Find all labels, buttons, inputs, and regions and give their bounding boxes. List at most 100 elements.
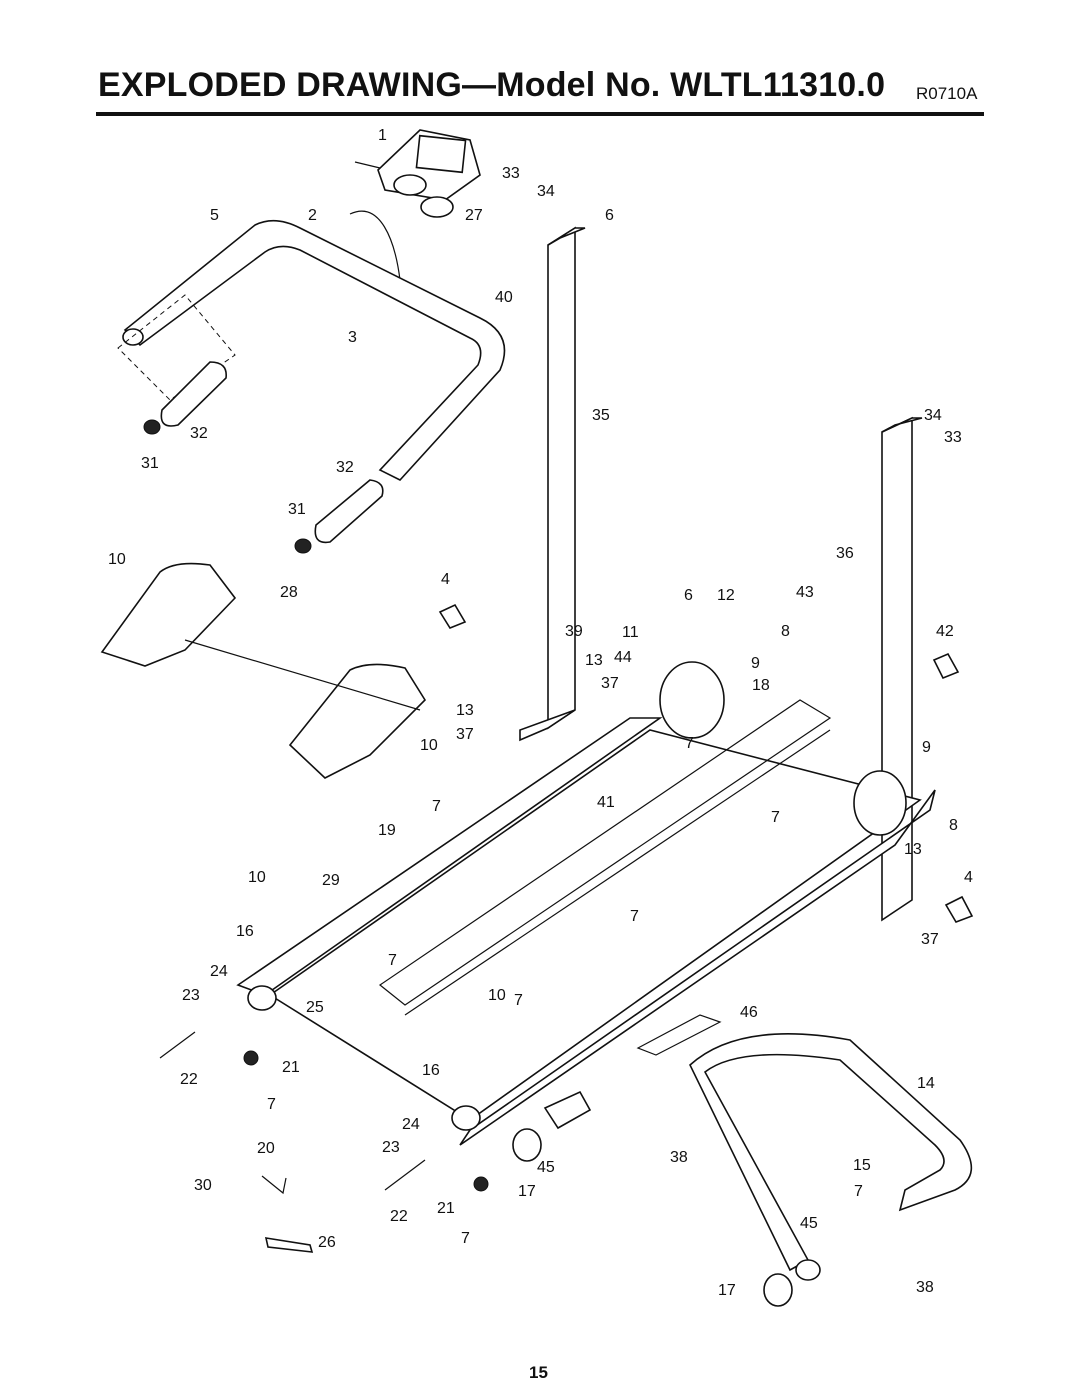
bolt-part [384,1159,426,1191]
decal-part [636,1014,722,1056]
callout-label: 6 [605,207,614,224]
callout-label: 7 [388,952,397,969]
console-part [354,129,481,218]
callout-label: 16 [422,1062,440,1079]
callout-label: 21 [437,1200,455,1217]
callout-label: 23 [182,987,200,1004]
left-upright-part [519,226,586,742]
callout-label: 8 [949,817,958,834]
callout-label: 7 [685,735,694,752]
callout-label: 9 [751,655,760,672]
callout-label: 7 [854,1183,863,1200]
callout-label: 1 [378,127,387,144]
foot-part [932,652,960,680]
callout-label: 33 [502,165,520,182]
roller-part [247,661,907,1131]
callout-label: 4 [964,869,973,886]
callout-label: 37 [601,675,619,692]
callout-label: 29 [322,872,340,889]
callout-label: 26 [318,1234,336,1251]
callout-label: 10 [420,737,438,754]
callout-label: 28 [280,584,298,601]
callout-label: 17 [518,1183,536,1200]
bolt-part [159,1031,196,1059]
foot-pad-part [473,1176,489,1192]
callout-label: 8 [781,623,790,640]
callout-label: 45 [537,1159,555,1176]
callout-label: 42 [936,623,954,640]
callout-label: 32 [190,425,208,442]
callout-label: 36 [836,545,854,562]
callout-label: 5 [210,207,219,224]
title-rule [96,112,984,116]
callout-label: 20 [257,1140,275,1157]
callout-label: 37 [921,931,939,948]
callout-label: 25 [306,999,324,1016]
callout-label: 10 [108,551,126,568]
callout-label: 7 [514,992,523,1009]
callout-label: 10 [488,987,506,1004]
callout-label: 13 [456,702,474,719]
callout-label: 13 [585,652,603,669]
page-title: EXPLODED DRAWING—Model No. WLTL11310.0 [98,66,886,104]
callout-label: 46 [740,1004,758,1021]
callout-label: 2 [308,207,317,224]
callout-label: 18 [752,677,770,694]
callout-label: 22 [390,1208,408,1225]
callout-label: 43 [796,584,814,601]
base-part [543,1033,973,1281]
foot-part [944,895,974,923]
callout-label: 24 [210,963,228,980]
callout-label: 34 [924,407,942,424]
callout-label: 30 [194,1177,212,1194]
callout-label: 38 [916,1279,934,1296]
callout-label: 34 [537,183,555,200]
callout-label: 39 [565,623,583,640]
callout-label: 16 [236,923,254,940]
callout-label: 3 [348,329,357,346]
callout-label: 44 [614,649,632,666]
callout-label: 6 [684,587,693,604]
callout-label: 31 [288,501,306,518]
callout-label: 22 [180,1071,198,1088]
callout-label: 7 [267,1096,276,1113]
callout-label: 27 [465,207,483,224]
foot-part [438,603,467,629]
callout-label: 21 [282,1059,300,1076]
callout-label: 4 [441,571,450,588]
page-number: 15 [529,1363,548,1382]
callout-label: 7 [630,908,639,925]
callout-label: 23 [382,1139,400,1156]
callout-label: 7 [461,1230,470,1247]
callout-label: 35 [592,407,610,424]
wheel-part [512,1128,542,1162]
wheel-part [763,1273,793,1307]
callout-label: 7 [771,809,780,826]
callout-label: 19 [378,822,396,839]
callout-label: 24 [402,1116,420,1133]
callout-label: 15 [853,1157,871,1174]
callout-label: 41 [597,794,615,811]
callout-label: 14 [917,1075,935,1092]
handrail-part [117,219,506,481]
callout-label: 38 [670,1149,688,1166]
callout-label: 7 [432,798,441,815]
callout-label: 33 [944,429,962,446]
callout-label: 9 [922,739,931,756]
callout-label: 37 [456,726,474,743]
foot-pad-part [243,1050,259,1066]
hex-key-part [261,1175,287,1195]
callout-label: 12 [717,587,735,604]
frame-part [236,699,936,1146]
callout-label: 40 [495,289,513,306]
callout-label: 10 [248,869,266,886]
wire-part [349,210,401,281]
callout-label: 13 [904,841,922,858]
drawing-code: R0710A [916,84,978,103]
callout-label: 45 [800,1215,818,1232]
callout-label: 31 [141,455,159,472]
hood-part [100,562,427,779]
wrench-part [264,1237,314,1253]
